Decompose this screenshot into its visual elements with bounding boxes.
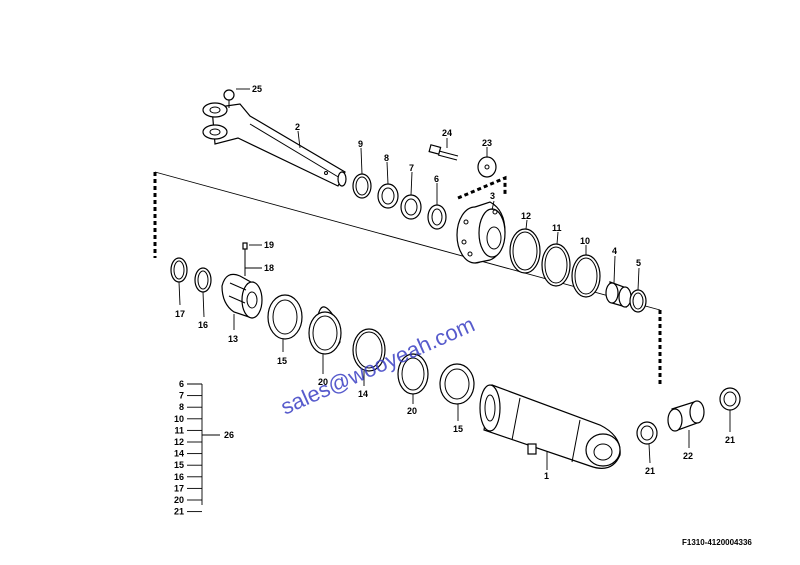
- callout-2: 2: [295, 122, 300, 132]
- leader-lines: [178, 88, 731, 470]
- callout-4: 4: [612, 246, 617, 256]
- callout-20b: 20: [407, 406, 417, 416]
- callout-10: 10: [580, 236, 590, 246]
- watermark-text: sales@wooyeah.com: [277, 312, 478, 420]
- cylinder-head-part: [456, 201, 506, 264]
- callout-18: 18: [264, 263, 274, 273]
- callout-15b: 15: [453, 424, 463, 434]
- seal-rings-upper: [352, 173, 447, 230]
- kit-item-8: 8: [179, 402, 184, 412]
- callout-12: 12: [521, 211, 531, 221]
- kit-item-20: 20: [174, 495, 184, 505]
- callout-15a: 15: [277, 356, 287, 366]
- bolt-and-washer: [428, 144, 497, 178]
- callout-14: 14: [358, 389, 368, 399]
- callout-22: 22: [683, 451, 693, 461]
- callout-21b: 21: [725, 435, 735, 445]
- callout-7: 7: [409, 163, 414, 173]
- callout-19: 19: [264, 240, 274, 250]
- kit-item-16: 16: [174, 472, 184, 482]
- kit-item-11: 11: [174, 425, 184, 435]
- callout-17: 17: [175, 309, 185, 319]
- callout-21a: 21: [645, 466, 655, 476]
- callout-24: 24: [442, 128, 452, 138]
- callout-3: 3: [490, 191, 495, 201]
- figure-reference: F1310-4120004336: [682, 538, 752, 547]
- callout-23: 23: [482, 138, 492, 148]
- callout-9: 9: [358, 139, 363, 149]
- callout-labels: 1 2 3 4 5 6 7 8 9 10 11 12 13 14 15 15 1…: [175, 84, 735, 481]
- kit-item-6: 6: [179, 379, 184, 389]
- kit-item-17: 17: [174, 483, 184, 493]
- kit-item-15: 15: [174, 460, 184, 470]
- kit-item-14: 14: [174, 449, 184, 459]
- rod-end-parts: [636, 387, 741, 445]
- kit-item-10: 10: [174, 414, 184, 424]
- piston-part: [221, 242, 263, 319]
- callout-25: 25: [252, 84, 262, 94]
- callout-13: 13: [228, 334, 238, 344]
- callout-8: 8: [384, 153, 389, 163]
- seal-rings-head: [509, 228, 647, 313]
- callout-16: 16: [198, 320, 208, 330]
- cylinder-barrel-part: [479, 384, 621, 469]
- callout-5: 5: [636, 258, 641, 268]
- callout-11: 11: [552, 223, 562, 233]
- callout-6: 6: [434, 174, 439, 184]
- kit-item-21: 21: [174, 507, 184, 517]
- seal-rings-middle: [267, 294, 475, 405]
- callout-1: 1: [544, 471, 549, 481]
- kit-label: 26: [224, 430, 234, 440]
- piston-seal-rings: [170, 257, 212, 293]
- kit-item-7: 7: [179, 391, 184, 401]
- kit-item-12: 12: [174, 437, 184, 447]
- piston-rod-part: [202, 89, 347, 187]
- callout-20a: 20: [318, 377, 328, 387]
